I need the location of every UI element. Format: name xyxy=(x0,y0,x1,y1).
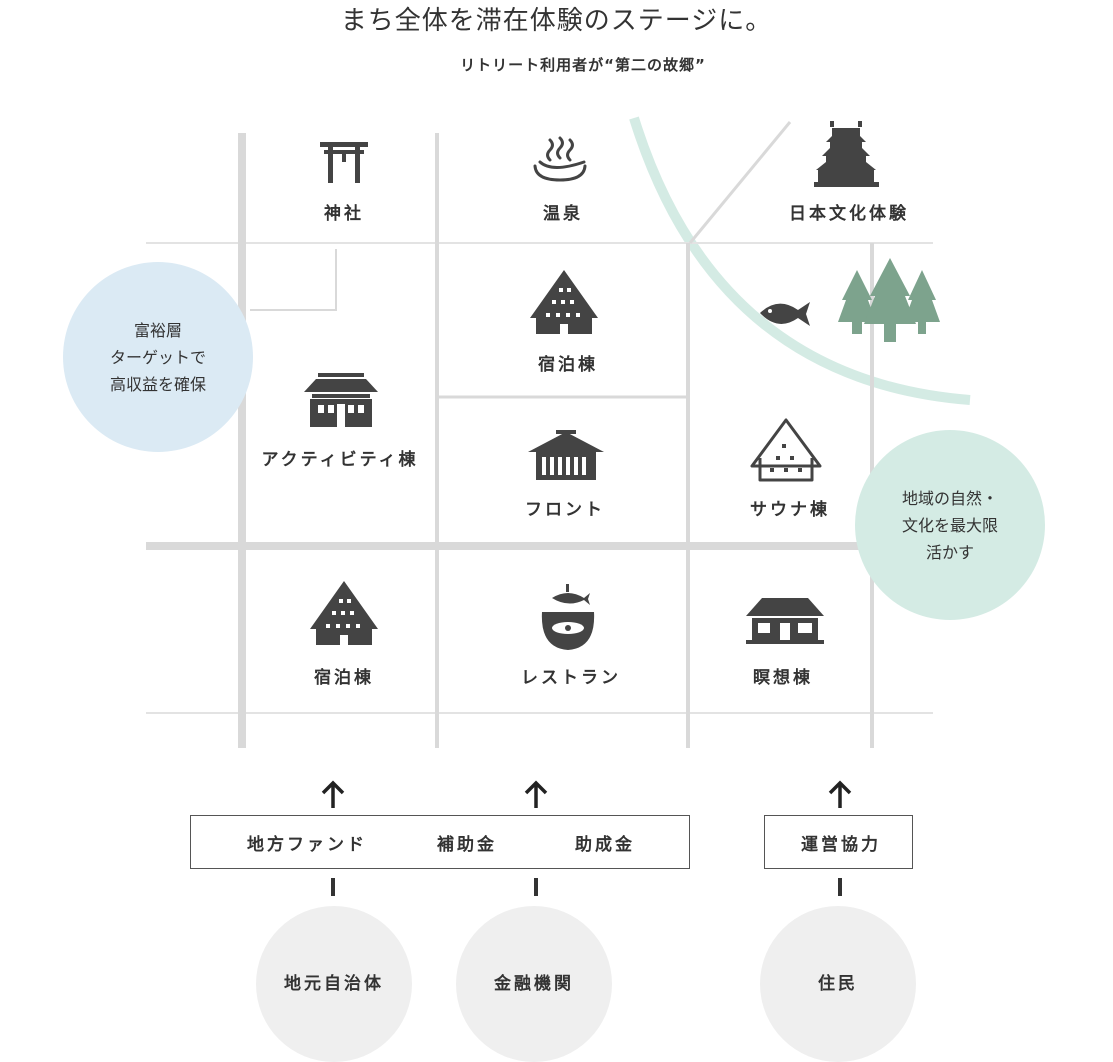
label-culture: 日本文化体験 xyxy=(789,204,909,224)
funding-grant: 助成金 xyxy=(575,835,635,855)
sauna-building-icon xyxy=(750,418,822,482)
page-title: まち全体を滞在体験のステージに。 xyxy=(340,6,773,36)
callout-wealthy-line-1: 富裕層 xyxy=(133,320,182,340)
label-lodging-lower: 宿泊棟 xyxy=(314,668,374,688)
arrow-up-icon xyxy=(524,780,548,808)
lodging-lower-icon xyxy=(310,581,378,645)
activity-building-icon xyxy=(304,373,378,427)
stakeholder-municipality: 地元自治体 xyxy=(256,906,412,1062)
stakeholder-municipality-label: 地元自治体 xyxy=(284,973,384,994)
connector-tick xyxy=(534,878,538,896)
lodging-upper-icon xyxy=(530,270,598,334)
label-sauna: サウナ棟 xyxy=(750,500,830,520)
torii-icon xyxy=(320,142,368,183)
label-meditation: 瞑想棟 xyxy=(753,668,813,688)
castle-icon xyxy=(814,121,879,187)
label-lodging-upper: 宿泊棟 xyxy=(538,355,598,375)
callout-wealthy: 富裕層 ターゲットで 高収益を確保 xyxy=(63,262,253,452)
trees-icon xyxy=(838,258,940,342)
label-restaurant: レストラン xyxy=(521,668,621,688)
river xyxy=(629,116,971,405)
front-building-icon xyxy=(528,430,604,480)
label-front: フロント xyxy=(525,500,605,520)
connector-tick xyxy=(331,878,335,896)
label-shrine: 神社 xyxy=(324,204,364,224)
funding-box: 地方ファンド 補助金 助成金 xyxy=(190,815,690,869)
callout-wealthy-line-3: 高収益を確保 xyxy=(109,374,206,394)
callout-wealthy-line-2: ターゲットで xyxy=(109,347,206,367)
arrow-up-icon xyxy=(321,780,345,808)
funding-cooperation: 運営協力 xyxy=(801,835,881,855)
callout-nature-line-1: 地域の自然・ xyxy=(901,488,998,508)
stakeholder-residents: 住民 xyxy=(760,906,916,1062)
callout-nature: 地域の自然・ 文化を最大限 活かす xyxy=(855,430,1045,620)
callout-nature-line-3: 活かす xyxy=(925,542,974,562)
funding-fund: 地方ファンド xyxy=(247,835,367,855)
label-activity: アクティビティ棟 xyxy=(261,450,419,470)
cooperation-box: 運営協力 xyxy=(764,815,913,869)
arrow-up-icon xyxy=(828,780,852,808)
page-subtitle: リトリート利用者が“第二の故郷” xyxy=(460,56,706,74)
funding-subsidy: 補助金 xyxy=(437,835,497,855)
connector-tick xyxy=(838,878,842,896)
stakeholder-residents-label: 住民 xyxy=(818,973,858,994)
fish-icon xyxy=(760,302,810,326)
onsen-icon xyxy=(533,136,587,182)
path-small xyxy=(250,249,337,311)
meditation-building-icon xyxy=(746,598,824,644)
stakeholder-bank-label: 金融機関 xyxy=(494,973,574,994)
road-diagonal xyxy=(688,121,792,244)
restaurant-icon xyxy=(541,584,595,650)
label-onsen: 温泉 xyxy=(543,204,583,224)
stakeholder-bank: 金融機関 xyxy=(456,906,612,1062)
callout-nature-line-2: 文化を最大限 xyxy=(901,515,998,535)
